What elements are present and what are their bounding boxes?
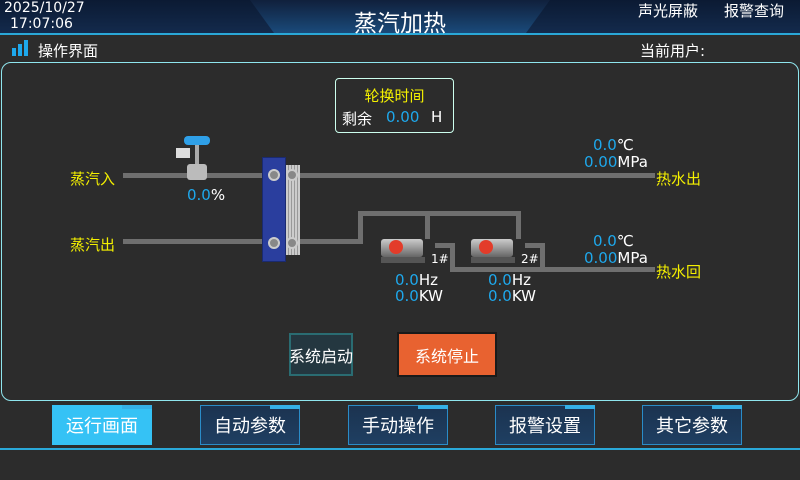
valve-opening-value[interactable]: 0.0 xyxy=(187,186,211,204)
nav-run-screen[interactable]: 运行画面 xyxy=(52,405,152,445)
footer-divider xyxy=(0,448,800,450)
pump-2-icon[interactable] xyxy=(471,237,525,265)
alarm-query-button[interactable]: 报警查询 xyxy=(724,2,785,20)
steam-out-pipe xyxy=(123,239,363,244)
timer-title: 轮换时间 xyxy=(364,87,425,105)
kw-unit: KW xyxy=(418,287,443,305)
rotation-timer-box: 轮换时间 剩余 0.00 H xyxy=(335,78,454,133)
system-start-button[interactable]: 系统启动 xyxy=(289,333,353,376)
pump-1-icon[interactable] xyxy=(381,237,435,265)
hot-out-pressure: 0.00 xyxy=(584,153,618,171)
pipe xyxy=(358,211,521,216)
pressure-unit: MPa xyxy=(617,153,648,171)
steam-out-label: 蒸汽出 xyxy=(70,236,116,254)
hot-return-temp: 0.0 xyxy=(593,232,617,250)
pipe xyxy=(358,211,363,244)
pipe xyxy=(525,243,545,248)
pump-1-power: 0.0 xyxy=(395,287,419,305)
pipe xyxy=(435,243,455,248)
timer-value[interactable]: 0.00 xyxy=(386,108,420,126)
date: 2025/10/27 xyxy=(4,0,85,16)
pump-2-frequency: 0.0 xyxy=(488,271,512,289)
temp-unit: ℃ xyxy=(616,136,634,154)
nav-manual-operation[interactable]: 手动操作 xyxy=(348,405,448,445)
steam-in-label: 蒸汽入 xyxy=(70,170,116,188)
pipe xyxy=(516,211,521,239)
temp-unit: ℃ xyxy=(616,232,634,250)
hot-return-pressure: 0.00 xyxy=(584,249,618,267)
mute-button[interactable]: 声光屏蔽 xyxy=(638,2,699,20)
pump-1-label: 1# xyxy=(431,252,449,266)
section-title: 操作界面 xyxy=(38,42,99,60)
pump-2-label: 2# xyxy=(521,252,539,266)
pipe xyxy=(450,243,455,271)
hz-unit: Hz xyxy=(418,271,439,289)
page-title: 蒸汽加热 xyxy=(354,11,446,37)
steam-in-pipe xyxy=(123,173,655,178)
plate-heat-exchanger-icon xyxy=(262,157,300,262)
pump-1-frequency: 0.0 xyxy=(395,271,419,289)
main-panel xyxy=(1,62,799,401)
timer-unit: H xyxy=(431,108,443,126)
nav-other-params[interactable]: 其它参数 xyxy=(642,405,742,445)
nav-auto-params[interactable]: 自动参数 xyxy=(200,405,300,445)
hot-water-return-label: 热水回 xyxy=(656,263,702,281)
pipe xyxy=(540,243,545,271)
pressure-unit: MPa xyxy=(617,249,648,267)
hot-water-out-label: 热水出 xyxy=(656,170,702,188)
hot-return-pipe xyxy=(450,267,655,272)
current-user-label: 当前用户: xyxy=(640,42,706,60)
kw-unit: KW xyxy=(511,287,536,305)
signal-bars-icon xyxy=(12,40,32,56)
pipe xyxy=(425,211,430,239)
pump-2-power: 0.0 xyxy=(488,287,512,305)
valve-unit: % xyxy=(210,186,226,204)
time: 17:07:06 xyxy=(10,16,73,32)
hot-out-temp: 0.0 xyxy=(593,136,617,154)
system-stop-button[interactable]: 系统停止 xyxy=(397,332,497,377)
hz-unit: Hz xyxy=(511,271,532,289)
timer-remain-label: 剩余 xyxy=(342,110,373,128)
title-plate xyxy=(250,0,550,33)
nav-alarm-settings[interactable]: 报警设置 xyxy=(495,405,595,445)
control-valve-icon[interactable] xyxy=(176,136,212,182)
